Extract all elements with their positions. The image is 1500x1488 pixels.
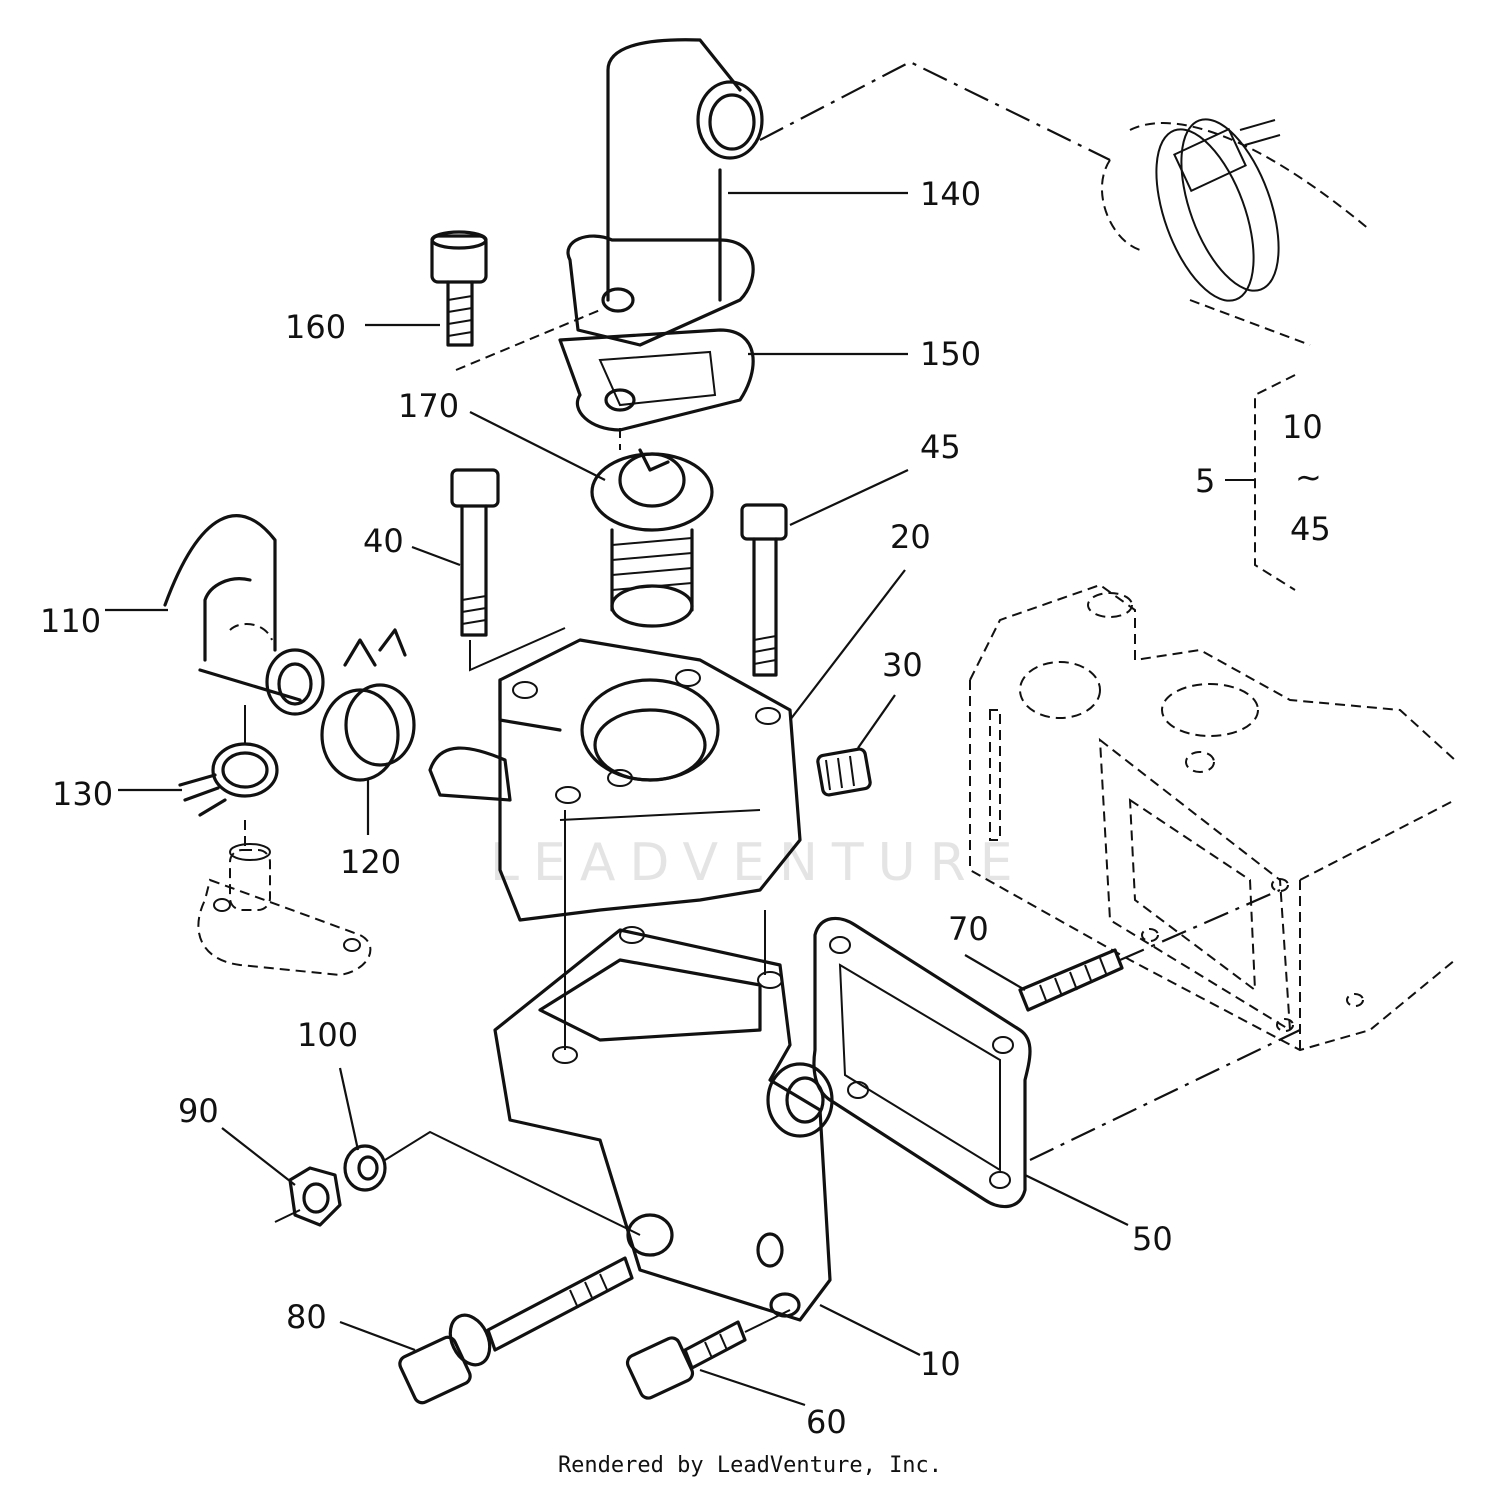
callout-130: 130 [52,775,113,813]
callout-90: 90 [178,1092,219,1130]
lower-pipe-flange [197,820,372,977]
part-60-bolt [625,1309,791,1400]
callout-120: 120 [340,843,401,881]
part-110-bypass-hose [163,514,325,716]
callout-70: 70 [948,910,989,948]
callout-10: 10 [920,1345,961,1383]
callout-40: 40 [363,522,404,560]
upper-hose-assembly [759,60,1371,346]
part-150-gasket [558,328,755,432]
bracket-range-from: 10 [1282,408,1323,446]
part-170-thermostat [590,428,714,628]
part-80-bolt [398,1256,634,1405]
watermark-text: LEADVENTURE [490,833,1027,893]
callout-45: 45 [920,428,961,466]
part-100-washer [343,1144,387,1192]
part-130-clamp [178,705,279,817]
part-140-outlet-elbow [566,38,764,347]
callout-140: 140 [920,175,981,213]
render-credit: Rendered by LeadVenture, Inc. [558,1453,942,1478]
callout-50: 50 [1132,1220,1173,1258]
part-120-clamp [320,628,416,782]
leader-lines [105,191,1129,1407]
range-bracket: 5 10 ~ 45 [1195,374,1331,591]
callout-100: 100 [297,1016,358,1054]
callout-110: 110 [40,602,101,640]
bracket-range-to: 45 [1290,510,1331,548]
bracket-range-tilde: ~ [1295,458,1322,496]
part-90-nut [288,1166,342,1227]
part-70-stud [1018,888,1281,1012]
callout-170: 170 [398,387,459,425]
callout-20: 20 [890,518,931,556]
callout-160: 160 [285,308,346,346]
centerline-nut-to-flange [274,1130,641,1236]
callout-30: 30 [882,646,923,684]
callout-150: 150 [920,335,981,373]
part-160-bolt [430,230,601,371]
engine-block [969,583,1456,1161]
part-20-thermostat-housing [428,638,802,922]
part-30-plug [816,747,872,797]
part-45-bolt [740,503,788,677]
part-50-gasket [812,916,1032,1209]
callout-60: 60 [806,1403,847,1441]
callout-80: 80 [286,1298,327,1336]
callout-labels: 140 160 150 170 45 40 20 110 30 130 120 … [40,175,1173,1441]
part-40-bolt [450,468,566,672]
bracket-label: 5 [1195,462,1215,500]
